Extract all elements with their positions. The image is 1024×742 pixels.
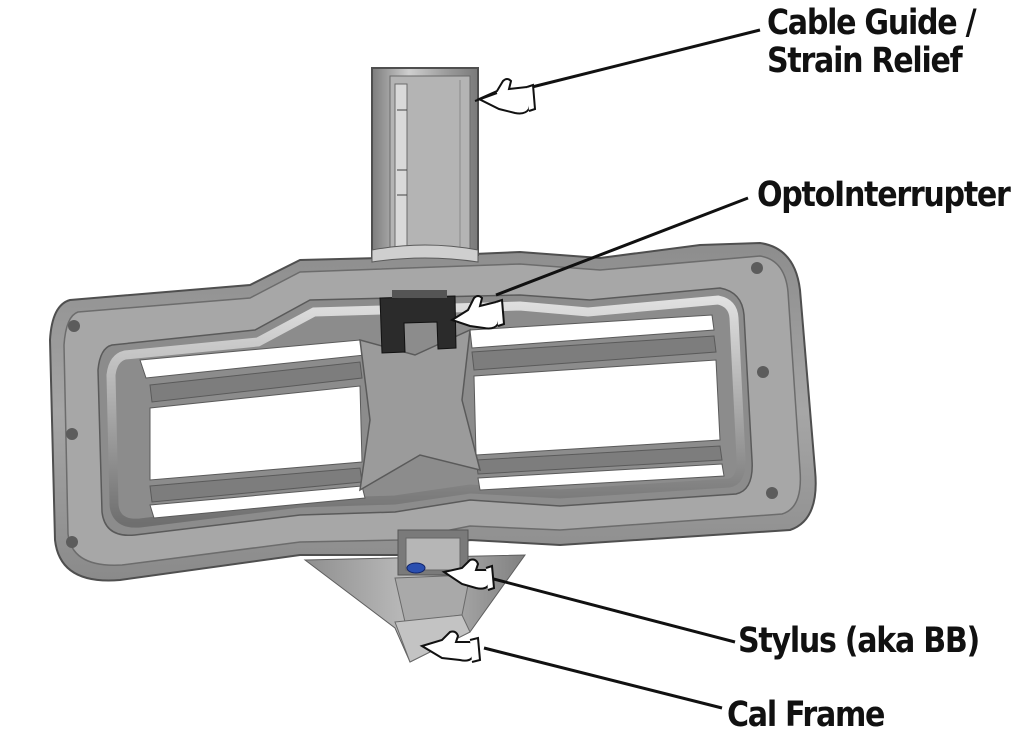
main-body	[48, 241, 817, 582]
leader-line-stylus	[485, 575, 736, 644]
opto-interrupter-part	[379, 290, 457, 354]
pointing-hand-icon	[449, 295, 506, 330]
callout-cable-guide: Cable Guide / Strain Relief	[767, 3, 977, 81]
callout-cal-frame-text: Cal Frame	[727, 695, 885, 735]
pointing-hand-icon	[441, 558, 496, 591]
callout-opto-interrupter: OptoInterrupter	[757, 175, 1011, 215]
callout-cable-guide-line2: Strain Relief	[767, 41, 963, 81]
pointing-hand-icon	[419, 630, 482, 663]
callout-cable-guide-line1: Cable Guide /	[767, 3, 977, 43]
cable-guide-post	[371, 67, 479, 263]
callout-stylus-text: Stylus (aka BB)	[738, 621, 980, 661]
pointing-hand-icon	[474, 78, 537, 115]
right-flexure	[469, 314, 725, 491]
left-flexure	[139, 339, 366, 519]
callout-opto-interrupter-text: OptoInterrupter	[757, 175, 1011, 215]
leader-line-cable-guide	[527, 28, 761, 90]
leader-lines	[483, 28, 761, 710]
stylus-ball	[406, 562, 426, 574]
mounting-holes	[66, 262, 778, 548]
central-hub	[359, 328, 482, 492]
callout-stylus: Stylus (aka BB)	[738, 621, 980, 661]
callout-cal-frame: Cal Frame	[727, 695, 885, 735]
leader-line-cal-frame	[483, 646, 723, 710]
leader-line-opto	[495, 196, 749, 297]
